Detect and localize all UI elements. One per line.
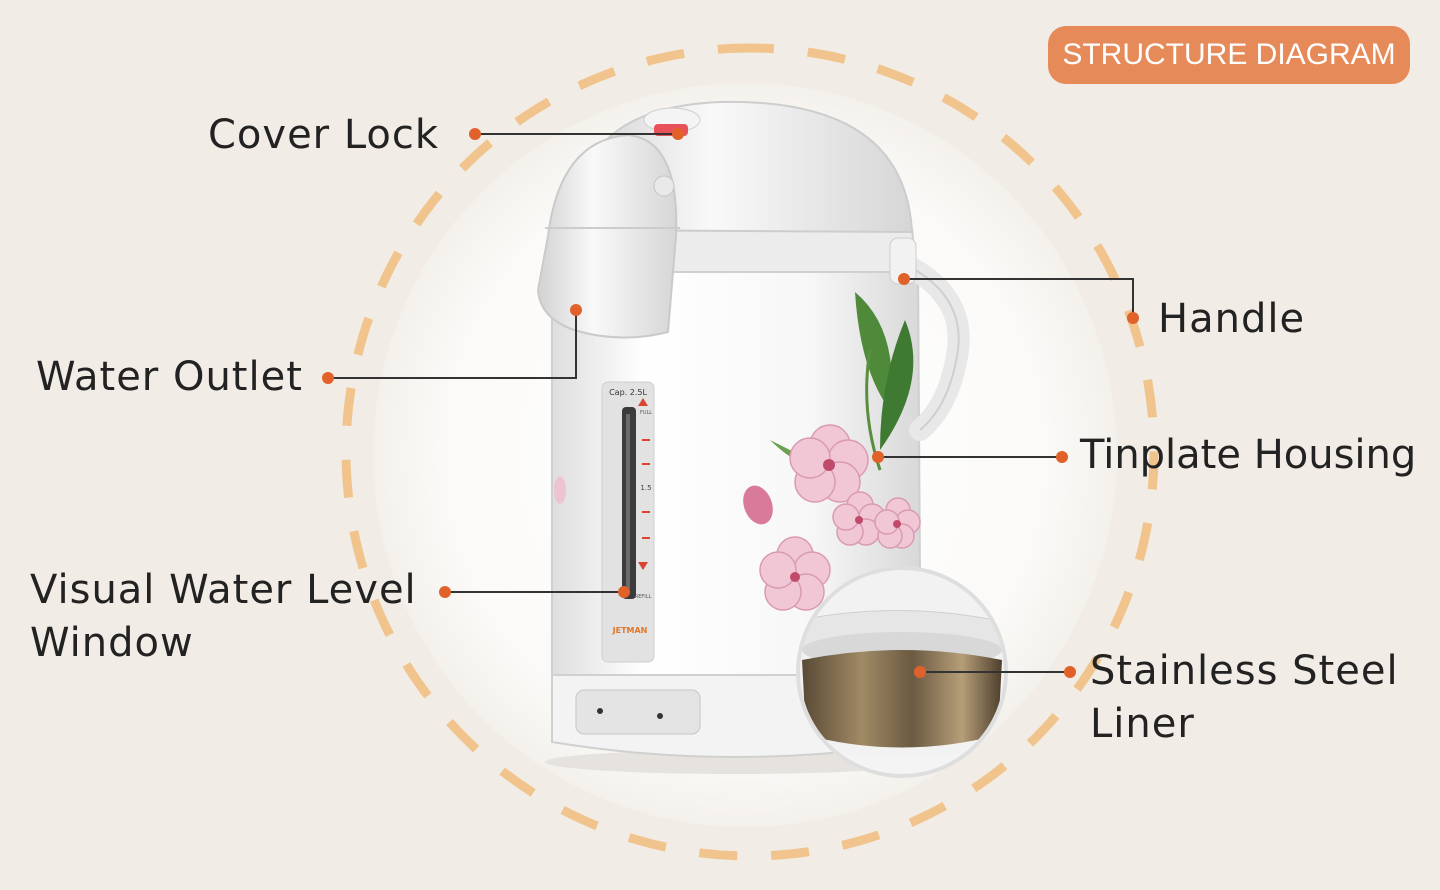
brand-logo: JETMAN [612, 626, 648, 635]
tinplate-marker [1056, 451, 1068, 463]
water-outlet-leader [328, 310, 577, 379]
tinplate-point-marker [872, 451, 884, 463]
indicator-light-icon [597, 708, 603, 714]
refill-arrow-icon [638, 562, 648, 570]
base-panel [575, 689, 701, 735]
tinplate-housing-label: Tinplate Housing [1080, 432, 1417, 478]
floral-pattern [554, 292, 921, 611]
cover-lock-label: Cover Lock [208, 112, 440, 158]
dashed-ring [341, 43, 1159, 861]
cover-lock-marker [469, 128, 481, 140]
gauge-ticks [642, 439, 650, 539]
handle-leader [904, 278, 1134, 318]
stainless-liner-label-line1: Stainless Steel [1090, 648, 1399, 694]
markers [322, 128, 1139, 678]
handle-point-marker [898, 273, 910, 285]
structure-diagram-badge: STRUCTURE DIAGRAM [1048, 26, 1410, 84]
liner-zoom-inset [796, 566, 1008, 778]
handle-label: Handle [1158, 296, 1306, 342]
visual-window-point-marker [618, 586, 630, 598]
visual-window-label-line1: Visual Water Level [30, 567, 417, 613]
visual-window-marker [439, 586, 451, 598]
water-outlet-point-marker [570, 304, 582, 316]
liner-marker [1064, 666, 1076, 678]
visual-window-label-line2: Window [30, 620, 194, 666]
stainless-liner-label-line2: Liner [1090, 701, 1195, 747]
cover-lock-point-marker [672, 128, 684, 140]
full-label: FULL [640, 410, 652, 416]
lock-knob [653, 175, 675, 197]
leader-lines [328, 133, 1134, 673]
water-outlet-label: Water Outlet [36, 354, 303, 400]
liner-point-marker [914, 666, 926, 678]
full-arrow-icon [638, 398, 648, 406]
capacity-label: Cap. 2.5L [609, 388, 647, 397]
handle-marker [1127, 312, 1139, 324]
refill-label: REFILL [635, 594, 652, 600]
gauge-mark: 1.5 [640, 484, 651, 492]
water-outlet-marker [322, 372, 334, 384]
indicator-light-icon [657, 713, 663, 719]
